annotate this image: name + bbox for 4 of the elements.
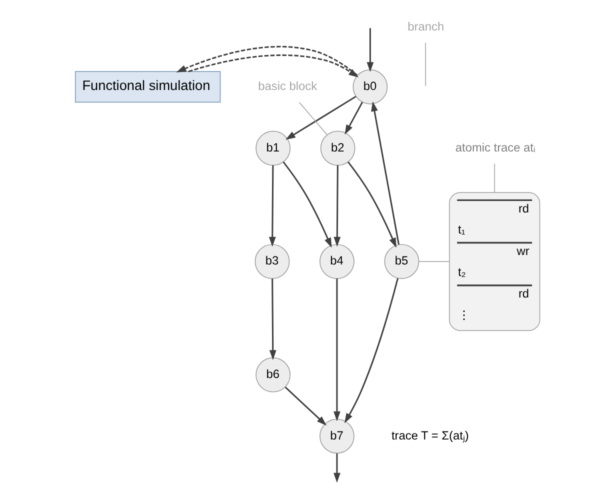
label: trace T = Σ(atⱼ) xyxy=(390,428,468,442)
node-text: branch xyxy=(407,19,444,34)
node-text: basic block xyxy=(258,79,317,94)
node-text: atomic trace atᵢ xyxy=(454,140,535,154)
